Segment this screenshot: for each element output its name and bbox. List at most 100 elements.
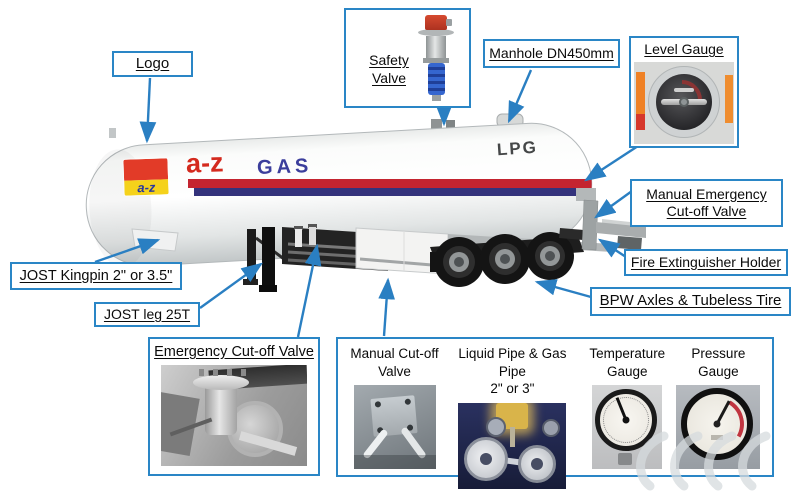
rear-lower <box>617 236 642 250</box>
liquid-pipe-photo <box>458 402 567 489</box>
component-liquid-pipe: Liquid Pipe & Gas Pipe 2" or 3" <box>443 345 582 489</box>
photo-valve-block <box>369 395 418 437</box>
photo-bolt <box>241 369 246 377</box>
callout-fire-extinguisher: Fire Extinguisher Holder <box>624 249 788 276</box>
valve-body <box>426 36 446 58</box>
gauge-label-tag <box>711 435 724 441</box>
arrow-level-gauge <box>583 144 639 182</box>
sticker-red-band <box>123 158 169 181</box>
support-leg-front <box>247 229 256 281</box>
temperature-line2: Gauge <box>607 363 648 379</box>
arrow-jost-leg <box>199 262 263 309</box>
tank-stripe-navy <box>194 188 592 196</box>
photo-flange <box>518 444 557 483</box>
component-pressure-gauge: Pressure Gauge <box>673 345 764 470</box>
callout-fire-extinguisher-label: Fire Extinguisher Holder <box>630 253 782 270</box>
tank-stripe-red <box>188 179 592 188</box>
photo-bolt <box>404 398 411 406</box>
bay-pipe <box>309 227 316 245</box>
callout-jost-leg: JOST leg 25T <box>94 302 200 327</box>
tank-logo-sticker: a-z <box>123 158 169 196</box>
photo-bolt <box>374 401 381 408</box>
gauge-stem <box>618 453 633 466</box>
photo-shadow <box>353 455 436 470</box>
valve-flange <box>418 29 454 36</box>
arrow-emergency-cutoff <box>296 243 322 338</box>
photo-bolt <box>199 369 204 377</box>
gauge-face <box>656 73 712 130</box>
valve-tip <box>431 95 441 101</box>
manual-cutoff-line2: Valve <box>378 363 411 379</box>
arrow-manual-cutoff <box>378 277 396 337</box>
manual-cutoff-photo <box>353 385 436 470</box>
photo-flange <box>464 436 509 481</box>
arrow-fire-extinguisher <box>597 238 627 259</box>
callout-emergency-cutoff: Emergency Cut-off Valve <box>148 337 320 476</box>
photo-orange-bar <box>636 71 645 114</box>
photo-bolt <box>213 369 218 377</box>
pipe-cap <box>294 226 303 230</box>
callout-jost-kingpin-label: JOST Kingpin 2" or 3.5" <box>19 267 173 284</box>
tank-gas-text: GAS <box>256 155 313 179</box>
callout-manhole-label: Manhole DN450mm <box>489 44 614 61</box>
photo-orange-bar <box>725 74 733 123</box>
component-manual-cutoff: Manual Cut-off Valve <box>346 345 443 470</box>
photo-valve-cylinder <box>205 381 237 436</box>
leg-foot <box>259 285 277 292</box>
gauge-ticks <box>603 397 650 444</box>
gauge-hub <box>713 420 721 428</box>
photo-valve-cap <box>193 375 249 391</box>
gauge-hub <box>622 416 630 424</box>
wheel-3 <box>526 232 574 280</box>
level-gauge-photo <box>634 61 734 144</box>
rear-top-bracket <box>576 188 596 201</box>
leg-foot-front <box>243 279 258 285</box>
valve-red-cap <box>425 15 452 30</box>
front-fitting <box>109 128 116 138</box>
gauge-dial <box>681 388 754 461</box>
callout-level-gauge-label: Level Gauge <box>644 41 724 57</box>
callout-emergency-cutoff-label: Emergency Cut-off Valve <box>154 344 314 360</box>
valve-collar <box>423 58 449 63</box>
valve-spring <box>427 63 445 95</box>
pressure-line2: Gauge <box>698 363 739 379</box>
liquid-pipe-line2: 2" or 3" <box>490 381 535 397</box>
bay-pipe <box>295 229 302 247</box>
photo-small-gauge <box>542 418 561 437</box>
callout-logo: Logo <box>112 51 193 77</box>
valve-button <box>446 19 452 26</box>
callout-safety-valve-label: Safety Valve <box>369 52 409 86</box>
gauge-bezel <box>648 65 720 138</box>
callout-manhole: Manhole DN450mm <box>483 39 620 68</box>
arrow-manual-emergency <box>594 190 633 219</box>
sticker-yellow-band: a-z <box>124 179 169 196</box>
callout-level-gauge: Level Gauge <box>629 36 739 148</box>
components-panel: Manual Cut-off Valve Liquid Pipe & Gas P… <box>336 337 774 489</box>
rear-shadow-bracket <box>559 228 584 240</box>
callout-logo-label: Logo <box>135 54 170 72</box>
gauge-hub <box>679 96 689 107</box>
tank-lpg-marking: LPG <box>496 137 539 160</box>
rear-post <box>581 199 599 251</box>
sticker-text: a-z <box>137 179 156 196</box>
photo-red-bar <box>636 113 645 130</box>
photo-flange-hole <box>531 457 544 470</box>
callout-manual-emergency-line2: Cut-off Valve <box>666 203 747 219</box>
component-temperature-gauge: Temperature Gauge <box>582 345 673 470</box>
photo-stem <box>510 426 516 447</box>
arrow-jost-kingpin <box>94 238 161 264</box>
support-leg <box>262 227 275 287</box>
pressure-gauge-photo <box>676 385 761 470</box>
callout-manual-emergency-line1: Manual Emergency <box>646 185 767 202</box>
manual-cutoff-line1: Manual Cut-off <box>350 346 439 361</box>
tank-brand-text: a-z <box>185 147 225 179</box>
callout-jost-kingpin: JOST Kingpin 2" or 3.5" <box>10 262 182 290</box>
photo-flange-hole <box>480 452 493 465</box>
liquid-pipe-line1: Liquid Pipe & Gas Pipe <box>458 346 567 379</box>
arrow-bpw-axles <box>534 279 592 299</box>
arrow-logo <box>139 77 157 144</box>
wheel-1 <box>434 237 484 287</box>
photo-small-gauge <box>486 416 507 437</box>
